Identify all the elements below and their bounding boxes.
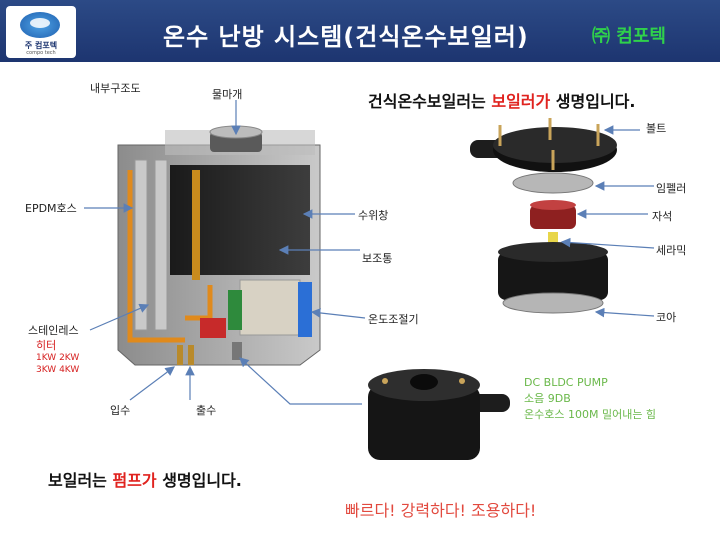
inlet-label: 입수 xyxy=(110,404,131,417)
outlet-label: 출수 xyxy=(196,404,217,417)
water-gauge-label: 수위창 xyxy=(358,209,389,222)
heater-part xyxy=(134,159,168,331)
title-bar: 주 컴포텍 compo tech 온수 난방 시스템(건식온수보일러) ㈜ 컴포… xyxy=(0,0,720,62)
thermostat-label: 온도조절기 xyxy=(368,313,419,326)
pump-spec-2: 소음 9DB xyxy=(524,392,571,405)
logo-emblem-icon xyxy=(20,12,60,38)
slogan: 빠르다! 강력하다! 조용하다! xyxy=(345,501,537,520)
water-cap-label: 물마개 xyxy=(212,88,243,101)
headline-top-highlight: 보일러가 xyxy=(491,92,551,111)
internal-structure-label: 내부구조도 xyxy=(90,82,141,95)
pump-spec-3: 온수호스 100M 밀어내는 힘 xyxy=(524,408,657,421)
core-label: 코아 xyxy=(656,311,677,324)
company-logo: 주 컴포텍 compo tech xyxy=(6,6,76,58)
heater-spec-1: 1KW 2KW xyxy=(36,353,80,363)
logo-subtext: compo tech xyxy=(26,50,56,56)
aux-tank-label: 보조통 xyxy=(362,252,393,265)
brand-name: ㈜ 컴포텍 xyxy=(592,26,666,47)
pump-exploded-view xyxy=(470,118,617,314)
bolt-label: 볼트 xyxy=(646,122,667,135)
water-gauge-part xyxy=(192,170,200,280)
ceramic-label: 세라믹 xyxy=(656,244,687,257)
pump-spec-1: DC BLDC PUMP xyxy=(524,376,608,389)
thermostat-part xyxy=(200,279,312,338)
logo-text: 주 컴포텍 xyxy=(24,41,58,50)
page-title: 온수 난방 시스템(건식온수보일러) xyxy=(163,23,529,51)
pump-assembled xyxy=(368,369,510,460)
epdm-hose-label: EPDM호스 xyxy=(25,202,77,215)
aux-tank-part xyxy=(170,165,310,275)
pipe-fittings xyxy=(177,342,242,365)
impeller-label: 임펠러 xyxy=(656,182,687,195)
stainless-heater-label: 스테인레스 xyxy=(28,324,79,337)
leader-lines xyxy=(84,100,655,405)
heater-label: 히터 xyxy=(36,339,57,352)
heater-spec-2: 3KW 4KW xyxy=(36,365,80,375)
headline-bottom-highlight: 펌프가 xyxy=(112,471,157,490)
headline-bottom: 보일러는 펌프가 생명입니다. xyxy=(48,471,242,490)
headline-top: 건식온수보일러는 보일러가 생명입니다. xyxy=(368,92,636,111)
magnet-label: 자석 xyxy=(652,210,673,223)
